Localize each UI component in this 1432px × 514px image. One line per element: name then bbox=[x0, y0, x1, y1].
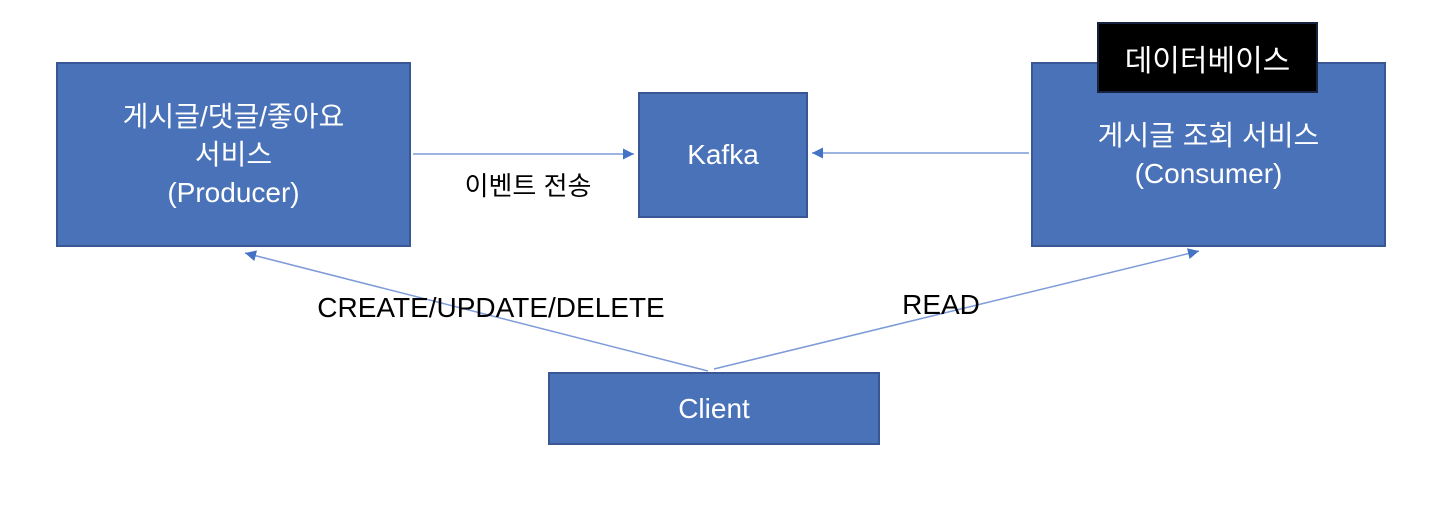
edge-label-read: READ bbox=[902, 289, 980, 320]
edge-label-event-send: 이벤트 전송 bbox=[464, 171, 592, 201]
node-client: Client bbox=[548, 372, 880, 445]
node-producer-service: 게시글/댓글/좋아요 서비스 (Producer) bbox=[56, 62, 411, 247]
edge-label-create-update-delete: CREATE/UPDATE/DELETE bbox=[317, 292, 665, 323]
node-kafka: Kafka bbox=[638, 92, 808, 218]
database-badge: 데이터베이스 bbox=[1097, 22, 1318, 93]
